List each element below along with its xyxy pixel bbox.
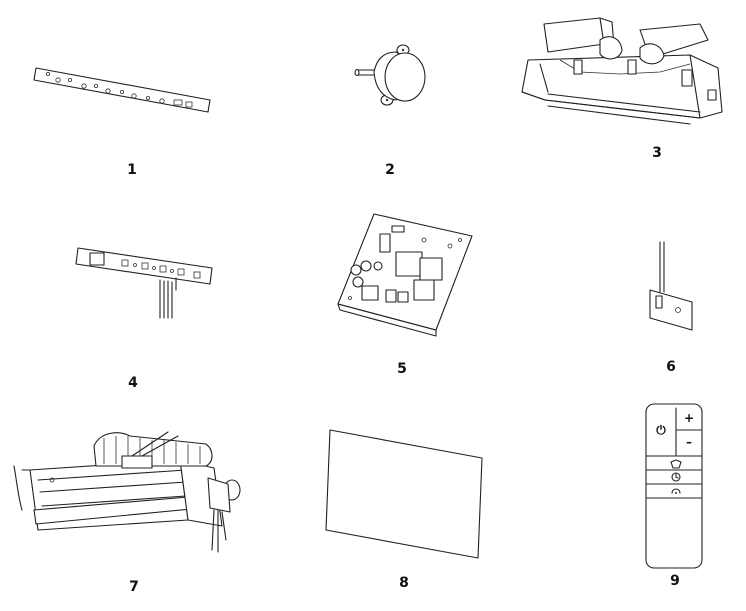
part-label-1: 1 xyxy=(127,162,137,178)
remote-plus-button[interactable]: + xyxy=(683,411,695,425)
part-label-8: 8 xyxy=(399,575,409,591)
part-2-motor xyxy=(354,44,426,106)
part-4-switch-board xyxy=(75,247,213,319)
part-9-remote-control xyxy=(645,403,703,569)
part-6-sensor-bracket xyxy=(649,241,693,331)
part-label-9: 9 xyxy=(670,573,680,589)
part-label-4: 4 xyxy=(128,375,138,391)
remote-minus-button[interactable]: – xyxy=(686,435,692,449)
part-3-log-tray xyxy=(521,17,723,125)
part-7-heater-assembly xyxy=(13,431,241,553)
part-label-7: 7 xyxy=(129,579,139,595)
part-1-led-strip xyxy=(33,67,211,113)
part-8-glass-panel xyxy=(325,429,483,559)
remote-power-button[interactable]: ⏻ xyxy=(656,423,666,437)
part-label-2: 2 xyxy=(385,162,395,178)
part-label-3: 3 xyxy=(652,145,662,161)
part-label-5: 5 xyxy=(397,361,407,377)
part-label-6: 6 xyxy=(666,359,676,375)
part-5-control-pcb xyxy=(337,213,473,337)
